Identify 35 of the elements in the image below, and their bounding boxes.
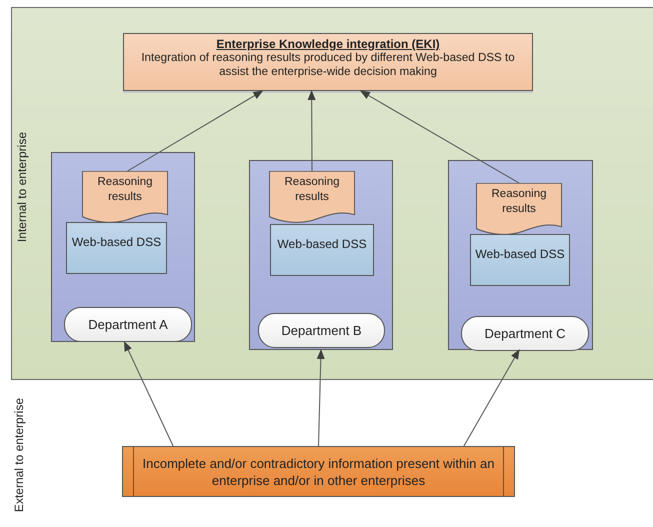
box-description: Integration of reasoning results produced by different Web-based DSS to assist the enterprise-wide decision making [140, 51, 516, 79]
side-label: External to enterprise [12, 398, 26, 512]
arrow [124, 341, 174, 446]
document-shape [82, 171, 168, 223]
process-box [122, 446, 515, 497]
department-panel [249, 160, 393, 350]
document-shape [269, 171, 355, 223]
arrow [360, 90, 520, 184]
system-box [470, 234, 570, 286]
system-box [270, 224, 374, 276]
box-text: Reasoning results [490, 187, 548, 217]
department-panel [448, 160, 593, 350]
process-box [123, 33, 533, 91]
box-text: Web-based DSS [277, 237, 367, 251]
rounded-label-box [64, 307, 192, 342]
box-title: Enterprise Knowledge integration (EKI) [215, 37, 441, 51]
system-box [66, 222, 167, 274]
box-text: Department A [88, 317, 168, 332]
box-text: Incomplete and/or contradictory information present within an enterprise and/or in other enterprises [142, 454, 496, 488]
arrow [127, 90, 264, 172]
box-text: Reasoning results [284, 175, 340, 205]
box-text: Department B [281, 323, 362, 338]
document-shape [476, 183, 562, 235]
box-text: Reasoning results [96, 175, 154, 205]
arrow [308, 90, 316, 172]
box-text: Web-based DSS [72, 235, 162, 249]
box-text: Department C [484, 326, 566, 341]
rounded-label-box [258, 313, 385, 348]
side-label: Internal to enterprise [15, 132, 29, 242]
rounded-label-box [461, 316, 589, 351]
region-band [11, 7, 653, 380]
arrow [463, 349, 520, 446]
department-panel [51, 152, 195, 342]
arrow [316, 349, 325, 446]
box-text: Web-based DSS [475, 247, 565, 261]
